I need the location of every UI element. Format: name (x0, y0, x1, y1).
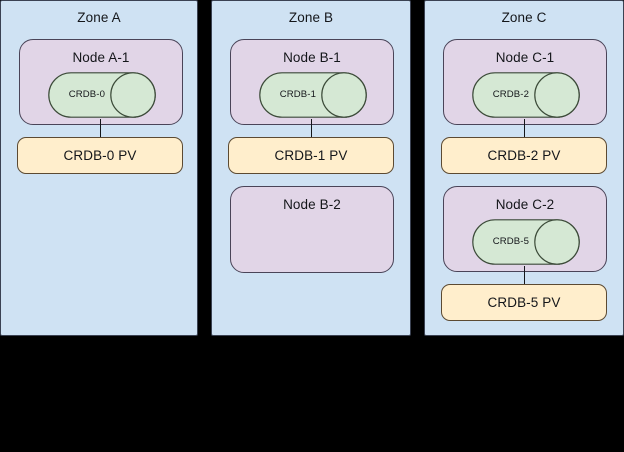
pv-label-crdb-0-pv: CRDB-0 PV (63, 147, 137, 163)
zone-container-b: Zone B Node B-1 CRDB-1 CRDB-1 PV Node B-… (211, 0, 411, 336)
zone-container-a: Zone A Node A-1 CRDB-0 CRDB-0 PV (0, 0, 198, 336)
connector-node-b-1-to-crdb-1-pv (311, 119, 312, 139)
connector-node-a-1-to-crdb-0-pv (100, 119, 101, 139)
connector-node-c-2-to-crdb-5-pv (524, 266, 525, 286)
node-box-c-2: Node C-2 CRDB-5 (443, 186, 607, 272)
node-box-c-1: Node C-1 CRDB-2 (443, 39, 607, 125)
pv-label-crdb-2-pv: CRDB-2 PV (487, 147, 561, 163)
database-cylinder-crdb-2: CRDB-2 (472, 72, 580, 118)
database-cylinder-crdb-1: CRDB-1 (259, 72, 367, 118)
zone-label-b: Zone B (288, 10, 334, 25)
node-label-b-2: Node B-2 (283, 197, 341, 212)
node-label-c-1: Node C-1 (495, 50, 555, 65)
pv-label-crdb-1-pv: CRDB-1 PV (274, 147, 348, 163)
connector-node-c-1-to-crdb-2-pv (524, 119, 525, 139)
pv-box-crdb-2-pv: CRDB-2 PV (441, 137, 607, 174)
database-cylinder-crdb-0: CRDB-0 (48, 72, 156, 118)
pv-box-crdb-1-pv: CRDB-1 PV (228, 137, 394, 174)
node-label-b-1: Node B-1 (283, 50, 341, 65)
node-box-b-1: Node B-1 CRDB-1 (230, 39, 394, 125)
zone-container-c: Zone C Node C-1 CRDB-2 CRDB-2 PV Node C-… (424, 0, 624, 336)
pv-label-crdb-5-pv: CRDB-5 PV (487, 294, 561, 310)
zone-label-a: Zone A (77, 10, 121, 25)
node-label-a-1: Node A-1 (72, 50, 130, 65)
database-cylinder-crdb-5: CRDB-5 (472, 219, 580, 265)
pv-box-crdb-0-pv: CRDB-0 PV (17, 137, 183, 174)
pv-box-crdb-5-pv: CRDB-5 PV (441, 284, 607, 321)
zone-label-c: Zone C (501, 10, 547, 25)
node-box-a-1: Node A-1 CRDB-0 (19, 39, 183, 125)
node-label-c-2: Node C-2 (495, 197, 555, 212)
node-box-b-2: Node B-2 (230, 186, 394, 273)
